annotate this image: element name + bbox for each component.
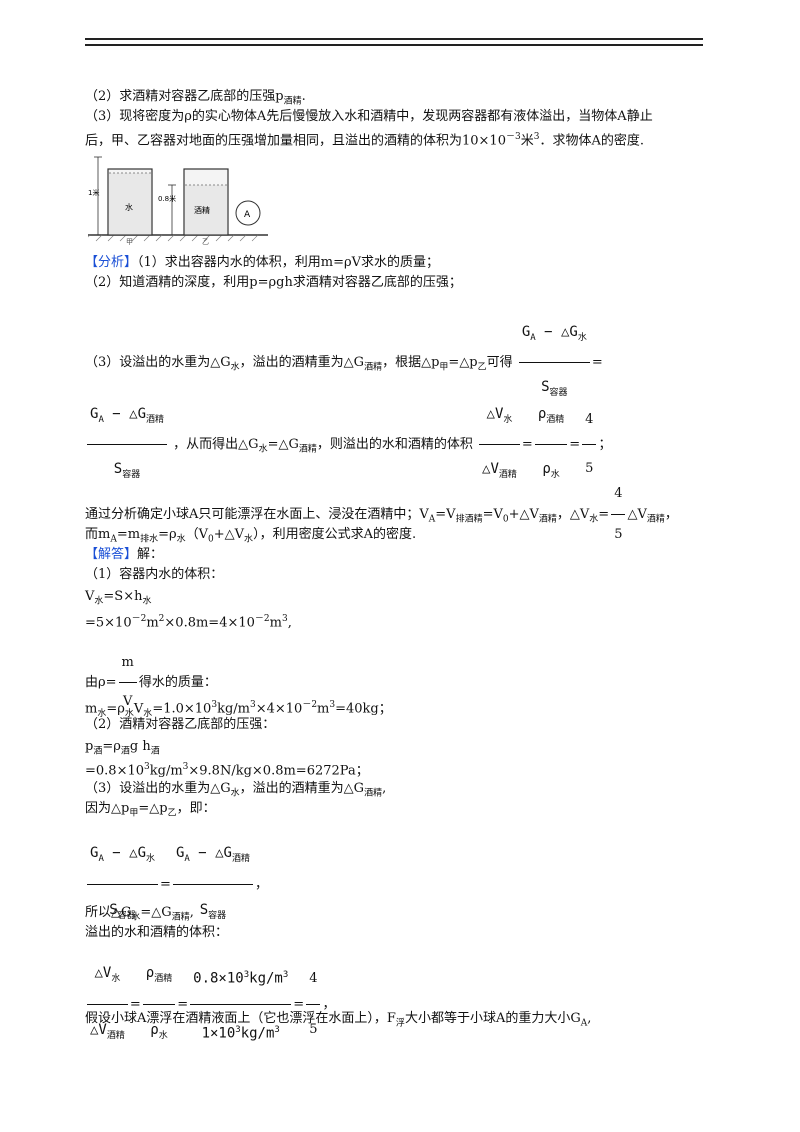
fraction-4-5: 4 5 [582, 398, 597, 491]
fraction-water-b: GA − △G水 S容器 [87, 830, 159, 939]
question-3-line1: （3）现将密度为ρ的实心物体A先后慢慢放入水和酒精中，发现两容器都有液体溢出，当… [85, 109, 653, 124]
question-2: （2）求酒精对容器乙底部的压强p酒精. [85, 89, 306, 107]
header-rule-bottom [85, 44, 703, 46]
solution-9: （3）设溢出的水重为△G水，溢出的酒精重为△G酒精, [85, 781, 387, 799]
analysis-3: （3）设溢出的水重为△G水，溢出的酒精重为△G酒精，根据△p甲=△p乙可得 GA… [85, 310, 603, 415]
answer-heading: 【解答】解： [85, 547, 164, 562]
solution-8: =0.8×103kg/m3×9.8N/kg×0.8m=6272Pa； [85, 762, 369, 779]
answer-tag: 【解答】 [85, 547, 138, 562]
analysis-tag: 【分析】 [85, 255, 138, 270]
solution-10: 因为△p甲=△p乙，即： [85, 801, 216, 819]
solution-volume-eq: △V水 △V酒精 = ρ酒精 ρ水 = 0.8×103kg/m3 1×103kg… [85, 950, 335, 1059]
solution-6: （2）酒精对容器乙底部的压强： [85, 717, 276, 732]
fraction-rho-b: ρ酒精 ρ水 [142, 950, 176, 1059]
solution-7: p酒=ρ酒g h酒 [85, 739, 160, 757]
analysis-5: 通过分析确定小球A只可能漂浮在水面上、浸没在酒精中；VA=V排酒精=V0+△V酒… [85, 476, 678, 553]
fraction-rho: ρ酒精 ρ水 [534, 392, 568, 497]
label-water: 水 [125, 202, 133, 212]
analysis-2: （2）知道酒精的深度，利用p=ρgh求酒精对容器乙底部的压强； [85, 275, 462, 290]
solution-2: V水=S×h水 [85, 589, 152, 607]
label-yi: 乙 [202, 238, 209, 245]
fraction-alcohol-b: GA − △G酒精 S容器 [172, 830, 253, 939]
solution-11: 所以△G水=△G酒精, [85, 905, 194, 923]
fraction-alcohol: GA − △G酒精 S容器 [87, 392, 168, 497]
fraction-density-values: 0.8×103kg/m3 1×103kg/m3 [190, 952, 292, 1056]
label-alcohol: 酒精 [194, 205, 210, 215]
label-08m: 0.8米 [158, 194, 176, 203]
question-3-line2: 后，甲、乙容器对地面的压强增加量相同，且溢出的酒精的体积为10×10－3米3．求… [85, 132, 644, 149]
containers-figure: 1米 0.8米 水 酒精 A 甲 乙 [88, 156, 268, 245]
solution-3: =5×10－2m2×0.8m=4×10－2m3, [85, 614, 292, 631]
solution-1: （1）容器内水的体积： [85, 567, 224, 582]
analysis-6: 而mA=m排水=ρ水（V0+△V水），利用密度公式求A的密度. [85, 527, 417, 545]
fraction-dv-b: △V水 △V酒精 [87, 950, 128, 1059]
analysis-4: GA − △G酒精 S容器 ，从而得出△G水=△G酒精，则溢出的水和酒精的体积 … [85, 392, 611, 497]
solution-5: m水=ρ水V水=1.0×103kg/m3×4×10－2m3=40kg； [85, 700, 392, 719]
label-jia: 甲 [126, 238, 133, 245]
label-ball: A [244, 210, 251, 220]
fraction-water: GA − △G水 S容器 [518, 310, 590, 415]
label-1m: 1米 [88, 188, 99, 197]
header-rule-top [85, 38, 703, 40]
solution-eq-fractions: GA − △G水 S容器 = GA − △G酒精 S容器 ， [85, 830, 268, 939]
solution-13: 假设小球A漂浮在酒精液面上（它也漂浮在水面上），F浮大小都等于小球A的重力大小G… [85, 1011, 592, 1029]
solution-12: 溢出的水和酒精的体积： [85, 925, 229, 940]
fraction-dv: △V水 △V酒精 [479, 392, 520, 497]
analysis-1: 【分析】（1）求出容器内水的体积，利用m=ρV求水的质量； [85, 255, 440, 270]
